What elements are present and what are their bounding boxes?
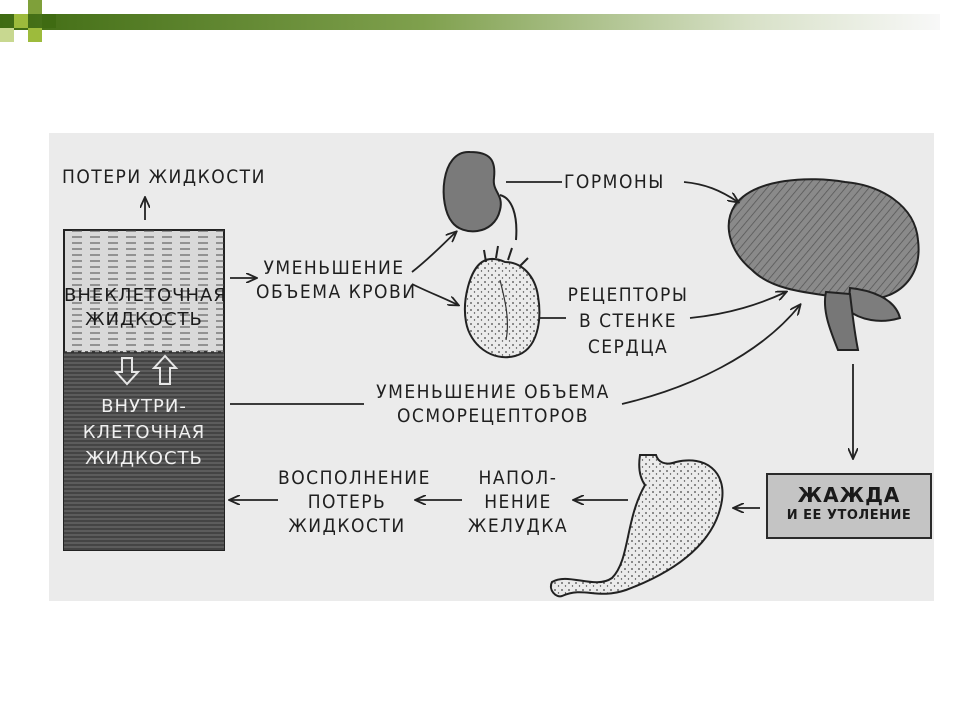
heart-illustration xyxy=(465,246,539,357)
fluid-loss-label: ПОТЕРИ ЖИДКОСТИ xyxy=(62,165,266,189)
hormones-label: ГОРМОНЫ xyxy=(564,170,665,194)
thirst-subtitle: И ЕЕ УТОЛЕНИЕ xyxy=(768,507,930,525)
intracellular-fluid-label: ВНУТРИ- КЛЕТОЧНАЯ ЖИДКОСТЬ xyxy=(64,394,224,472)
stomach-illustration xyxy=(551,455,723,596)
blood-volume-decrease-label: УМЕНЬШЕНИЕ ОБЪЕМА КРОВИ xyxy=(256,256,412,304)
stomach-filling-label: НАПОЛ- НЕНИЕ ЖЕЛУДКА xyxy=(462,466,574,538)
brain-illustration xyxy=(729,179,919,350)
extracellular-fluid-label: ВНЕКЛЕТОЧНАЯ ЖИДКОСТЬ xyxy=(64,284,224,332)
heart-receptors-label: РЕЦЕПТОРЫ В СТЕНКЕ СЕРДЦА xyxy=(566,282,690,360)
thirst-title: ЖАЖДА xyxy=(768,483,930,507)
fluid-column xyxy=(64,230,224,550)
thirst-box: ЖАЖДА И ЕЕ УТОЛЕНИЕ xyxy=(766,473,932,539)
kidney-illustration xyxy=(444,152,517,240)
osmoreceptor-volume-decrease-label: УМЕНЬШЕНИЕ ОБЪЕМА ОСМОРЕЦЕПТОРОВ xyxy=(364,380,622,428)
replenishment-label: ВОСПОЛНЕНИЕ ПОТЕРЬ ЖИДКОСТИ xyxy=(278,466,416,538)
